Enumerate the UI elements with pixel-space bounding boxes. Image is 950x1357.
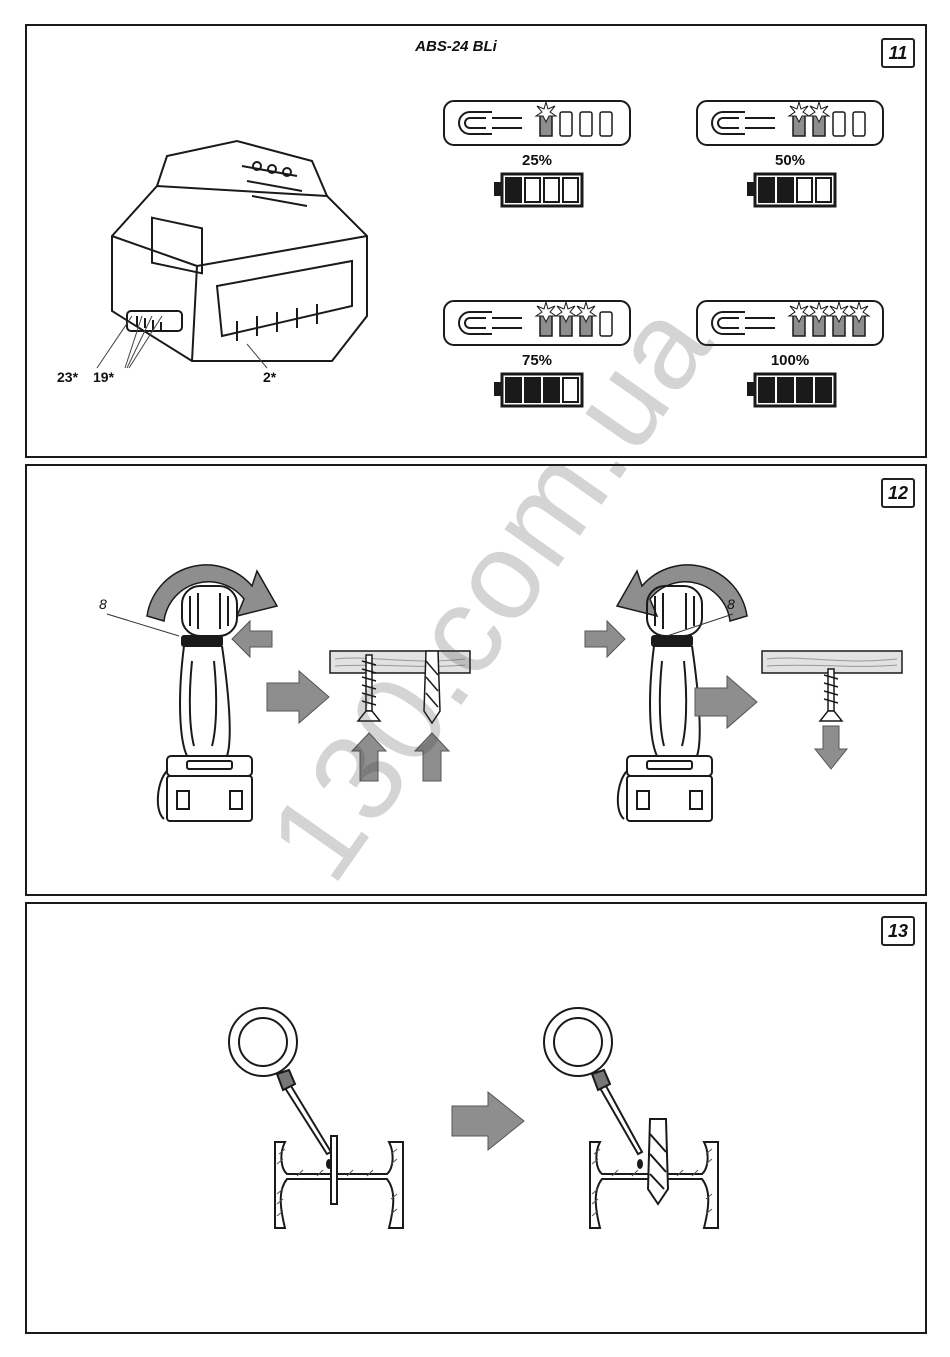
- indicator-panel-icon: [695, 298, 885, 348]
- charge-percent-label: 50%: [760, 152, 820, 169]
- indicator-panel-icon: [442, 298, 632, 348]
- model-name: ABS-24 BLi: [7, 38, 905, 55]
- big-arrow-right-3-icon: [452, 1092, 524, 1150]
- charge-percent-label: 100%: [760, 352, 820, 369]
- callout-label-2: 2*: [263, 369, 276, 385]
- battery-gauge-icon: [747, 172, 837, 208]
- push-arrow-left-icon: [232, 621, 272, 657]
- indicator-panel-icon: [695, 98, 885, 148]
- charge-level-4: 100%: [695, 298, 885, 438]
- figure-12-panel: 12 8: [25, 464, 927, 896]
- big-arrow-right-2-icon: [695, 676, 757, 728]
- push-arrow-right-icon: [585, 621, 625, 657]
- callout-label-8-left: 8: [99, 596, 107, 612]
- screw-and-bit-upward-drawing: [330, 651, 480, 781]
- figure-number: 12: [881, 478, 915, 508]
- battery-gauge-icon: [494, 172, 584, 208]
- charge-level-2: 50%: [695, 98, 885, 238]
- callout-label-8-right: 8: [727, 596, 735, 612]
- big-arrow-right-icon: [267, 671, 329, 723]
- charge-level-1: 25%: [442, 98, 632, 238]
- callout-label-19: 19*: [93, 369, 114, 385]
- battery-gauge-icon: [747, 372, 837, 408]
- indicator-panel-icon: [442, 98, 632, 148]
- oiling-before-drilling-drawing: [227, 1004, 417, 1234]
- callout-line-left: [107, 612, 187, 642]
- battery-gauge-icon: [494, 372, 584, 408]
- figure-11-panel: 11 ABS-24 BLi 23* 19* 2* 25%50%75%100%: [25, 24, 927, 458]
- callout-label-23: 23*: [57, 369, 78, 385]
- callout-line-right: [667, 612, 737, 642]
- figure-13-panel: 13: [25, 902, 927, 1334]
- charge-percent-label: 75%: [507, 352, 567, 369]
- screw-downward-drawing: [762, 651, 907, 771]
- charge-level-3: 75%: [442, 298, 632, 438]
- oiling-during-drilling-drawing: [542, 1004, 732, 1234]
- figure-number: 13: [881, 916, 915, 946]
- callout-lines: [97, 306, 317, 376]
- charge-percent-label: 25%: [507, 152, 567, 169]
